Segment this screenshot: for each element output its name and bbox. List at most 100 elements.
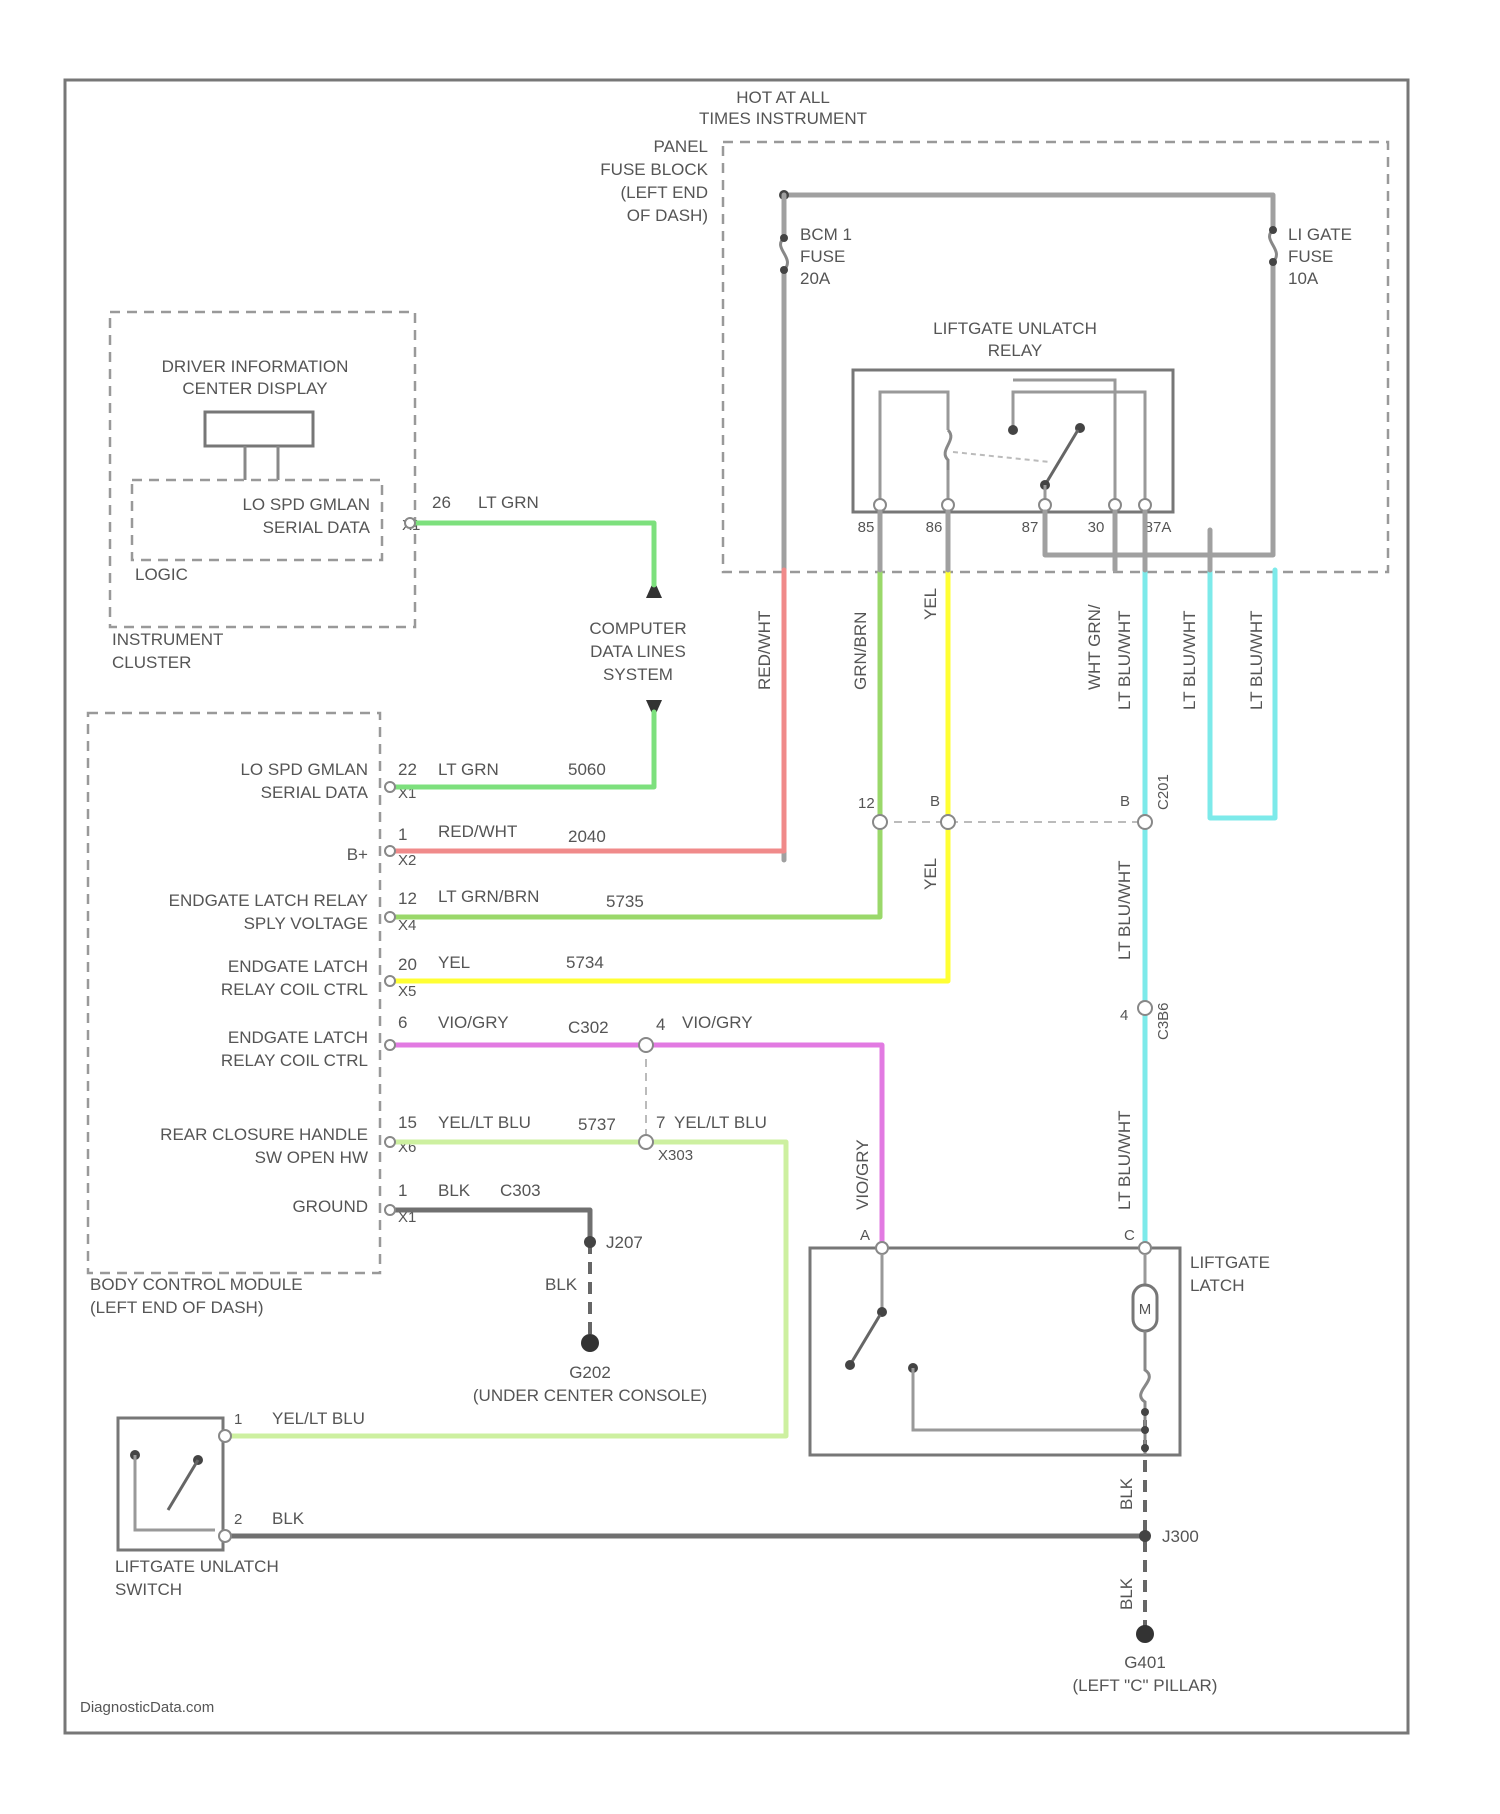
relay-coil-icon bbox=[945, 430, 951, 470]
latch-dot-1 bbox=[1141, 1408, 1149, 1416]
switch-pin-2 bbox=[219, 1530, 231, 1542]
c302-color-label: VIO/GRY bbox=[682, 1013, 753, 1032]
latch-motor-label: M bbox=[1139, 1301, 1152, 1318]
bcm-row6-label1: REAR CLOSURE HANDLE bbox=[160, 1125, 368, 1144]
fuse2-type: FUSE bbox=[1288, 247, 1333, 266]
bcm-row7-circuit: C303 bbox=[500, 1181, 541, 1200]
bcm-name-line2: (LEFT END OF DASH) bbox=[90, 1298, 263, 1317]
switch-pin1-label: 1 bbox=[234, 1411, 242, 1428]
bcm-row2-label1: B+ bbox=[347, 845, 368, 864]
c303-name-label: X303 bbox=[658, 1147, 693, 1164]
bcm-row1-label1: LO SPD GMLAN bbox=[240, 760, 368, 779]
c201-pin-b2 bbox=[1138, 815, 1152, 829]
relay-contact-frame bbox=[1013, 380, 1145, 505]
splice-j300 bbox=[1139, 1530, 1151, 1542]
fuse-block-line4: OF DASH) bbox=[627, 206, 708, 225]
fuse-block-outline bbox=[723, 142, 1388, 572]
relay-pin-87 bbox=[1039, 499, 1051, 511]
fuse-block-line1: PANEL bbox=[654, 137, 709, 156]
bcm-row3-label2: SPLY VOLTAGE bbox=[244, 914, 368, 933]
wire-bcm-ground bbox=[390, 1210, 590, 1242]
vlabel-yel-lower: YEL bbox=[921, 858, 940, 890]
data-lines-line3: SYSTEM bbox=[603, 665, 673, 684]
wire-bcm-serial-data bbox=[390, 712, 654, 787]
ground-g401-icon bbox=[1136, 1625, 1154, 1643]
vlabel-red-wht: RED/WHT bbox=[755, 611, 774, 690]
latch-pin-c-label: C bbox=[1124, 1227, 1135, 1244]
latch-switch-arm bbox=[850, 1315, 880, 1365]
bcm-row1-pin: 22 bbox=[398, 760, 417, 779]
vlabel-wht-grn: WHT GRN/ bbox=[1085, 604, 1104, 690]
body-control-module: BODY CONTROL MODULE (LEFT END OF DASH) L… bbox=[88, 713, 644, 1317]
vlabel-lt-blu-wht-lower: LT BLU/WHT bbox=[1115, 861, 1134, 961]
relay-coil-link bbox=[953, 452, 1050, 462]
bcm-row6-label2: SW OPEN HW bbox=[255, 1148, 368, 1167]
fuse-block: HOT AT ALL TIMES INSTRUMENT PANEL FUSE B… bbox=[600, 88, 1388, 860]
dic-display-icon bbox=[205, 412, 313, 446]
relay-pin-85 bbox=[874, 499, 886, 511]
fuse1-type: FUSE bbox=[800, 247, 845, 266]
fuse2-rating: 10A bbox=[1288, 269, 1319, 288]
bcm1-fuse-icon bbox=[781, 238, 788, 270]
relay-switch-arm bbox=[1045, 430, 1078, 485]
latch-diode-path bbox=[1141, 1331, 1150, 1455]
watermark: DiagnosticData.com bbox=[80, 1699, 214, 1716]
relay-pin-86-label: 86 bbox=[926, 519, 943, 536]
bcm-pin-22 bbox=[385, 782, 395, 792]
latch-name-line2: LATCH bbox=[1190, 1276, 1244, 1295]
c201-pin-b bbox=[941, 815, 955, 829]
bcm-row3-conn: X4 bbox=[398, 917, 416, 934]
liftgate-latch: LIFTGATE LATCH A C M bbox=[810, 1227, 1270, 1455]
ic-logic-label: LOGIC bbox=[135, 565, 188, 584]
bcm-pin-1 bbox=[385, 846, 395, 856]
bcm-row4-pin: 20 bbox=[398, 955, 417, 974]
vlabel-grn-brn: GRN/BRN bbox=[851, 612, 870, 690]
data-lines-line1: COMPUTER bbox=[589, 619, 686, 638]
computer-data-lines: COMPUTER DATA LINES SYSTEM bbox=[589, 580, 686, 718]
relay-lead-stubs bbox=[880, 512, 1145, 570]
bcm-row4-circuit: 5734 bbox=[566, 953, 604, 972]
vlabel-lt-blu-wht-2: LT BLU/WHT bbox=[1180, 611, 1199, 711]
bcm-pin-12 bbox=[385, 912, 395, 922]
switch-pin1-color: YEL/LT BLU bbox=[272, 1409, 365, 1428]
relay-pin-87a-label: 87A bbox=[1145, 519, 1172, 536]
fuse-block-line3: (LEFT END bbox=[620, 183, 708, 202]
ground-g401-location: (LEFT "C" PILLAR) bbox=[1073, 1676, 1218, 1695]
switch-pin-1 bbox=[219, 1430, 231, 1442]
bcm-row4-color: YEL bbox=[438, 953, 470, 972]
bcm-row2-color: RED/WHT bbox=[438, 822, 517, 841]
ground-g202-icon bbox=[581, 1334, 599, 1352]
c201-pin2-label: B bbox=[930, 793, 940, 810]
bcm-row3-color: LT GRN/BRN bbox=[438, 887, 539, 906]
c201-pin1-label: 12 bbox=[858, 795, 875, 812]
switch-arm bbox=[168, 1460, 198, 1510]
bcm-row5-circuit: C302 bbox=[568, 1018, 609, 1037]
relay-pin-30 bbox=[1109, 499, 1121, 511]
switch-lead-bottom bbox=[135, 1455, 215, 1530]
latch-outline bbox=[810, 1248, 1180, 1455]
fuse-block-line2: FUSE BLOCK bbox=[600, 160, 708, 179]
switch-pin2-color: BLK bbox=[272, 1509, 305, 1528]
bcm-row6-color: YEL/LT BLU bbox=[438, 1113, 531, 1132]
bcm-row5-color: VIO/GRY bbox=[438, 1013, 509, 1032]
vlabel-yel: YEL bbox=[921, 588, 940, 620]
fuse2-name: LI GATE bbox=[1288, 225, 1352, 244]
bcm-row6-circuit: 5737 bbox=[578, 1115, 616, 1134]
splice-j207-label: J207 bbox=[606, 1233, 643, 1252]
bcm-name-line1: BODY CONTROL MODULE bbox=[90, 1275, 303, 1294]
bcm-row7-label1: GROUND bbox=[292, 1197, 368, 1216]
dic-label-line1: DRIVER INFORMATION bbox=[162, 357, 349, 376]
c3b6-pin-label: 4 bbox=[1120, 1007, 1128, 1024]
ic-pin-26 bbox=[405, 518, 415, 528]
latch-dot-2 bbox=[1141, 1426, 1149, 1434]
vlabel-vio-gry-lower: VIO/GRY bbox=[853, 1139, 872, 1210]
relay-pin-30-label: 30 bbox=[1088, 519, 1105, 536]
bcm-row4-conn: X5 bbox=[398, 983, 416, 1000]
bcm-row3-label1: ENDGATE LATCH RELAY bbox=[169, 891, 368, 910]
vlabel-lt-blu-wht-latch: LT BLU/WHT bbox=[1115, 1111, 1134, 1211]
bcm-pin-6 bbox=[385, 1040, 395, 1050]
latch-switch-pivot bbox=[845, 1360, 855, 1370]
fuse1-rating: 20A bbox=[800, 269, 831, 288]
bcm-pin-ground bbox=[385, 1205, 395, 1215]
